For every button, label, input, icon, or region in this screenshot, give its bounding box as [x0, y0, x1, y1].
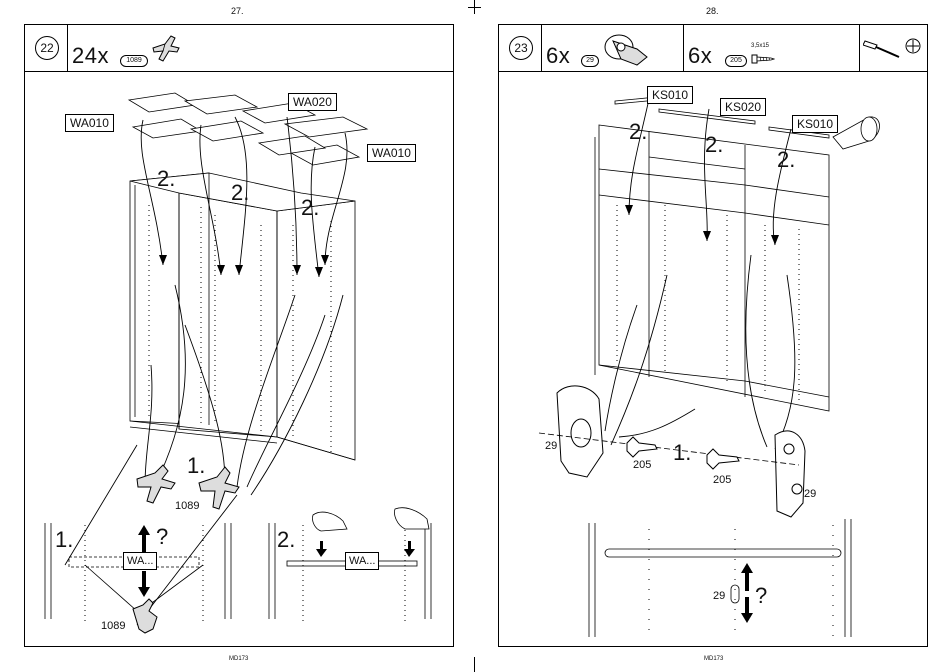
- crop-mark-top-h: [468, 7, 481, 8]
- label-wa010-right: WA010: [367, 144, 416, 162]
- left-page-number: 27.: [231, 6, 244, 16]
- step-mark-shelf-1: 2.: [629, 119, 647, 145]
- left-footer-code: MD173: [229, 656, 248, 662]
- part-label-1089: 1089: [175, 500, 199, 512]
- right-page-number: 28.: [706, 6, 719, 16]
- part-label-29-left: 29: [545, 440, 557, 452]
- part-label-205-right: 205: [713, 474, 731, 486]
- part-label-205-left: 205: [633, 459, 651, 471]
- inset-box-wa-2: WA...: [345, 552, 379, 570]
- label-ks010-right: KS010: [792, 115, 838, 133]
- right-page: 23 6x 29 6x 205 3,5x15: [498, 24, 928, 647]
- right-footer-code: MD173: [704, 656, 723, 662]
- step-mark-shelf-2: 2.: [231, 180, 249, 206]
- label-ks020: KS020: [720, 98, 766, 116]
- label-wa010-left: WA010: [65, 114, 114, 132]
- label-wa020: WA020: [288, 93, 337, 111]
- left-page: 22 24x 1089: [24, 24, 454, 647]
- step-mark-shelf-2: 2.: [705, 132, 723, 158]
- inset-step-2: 2.: [277, 527, 295, 553]
- step-mark-shelf-3: 2.: [301, 195, 319, 221]
- inset-part-label-1089: 1089: [101, 620, 125, 632]
- step-mark-fix: 1.: [673, 440, 691, 466]
- part-label-29-right: 29: [804, 488, 816, 500]
- inset-question-mark: ?: [755, 583, 767, 609]
- inset-part-label-29: 29: [713, 590, 725, 602]
- step-mark-shelf-1: 2.: [157, 166, 175, 192]
- hand-icon: [312, 512, 347, 531]
- wardrobe-rail-diagram: [499, 25, 927, 646]
- step-mark-shelf-3: 2.: [777, 147, 795, 173]
- step-mark-connector: 1.: [187, 453, 205, 479]
- label-ks010-left: KS010: [647, 86, 693, 104]
- inset-step-1: 1.: [55, 527, 73, 553]
- crop-mark-bottom: [474, 657, 475, 672]
- inset-question-mark: ?: [156, 524, 168, 550]
- inset-box-wa-1: WA...: [123, 552, 157, 570]
